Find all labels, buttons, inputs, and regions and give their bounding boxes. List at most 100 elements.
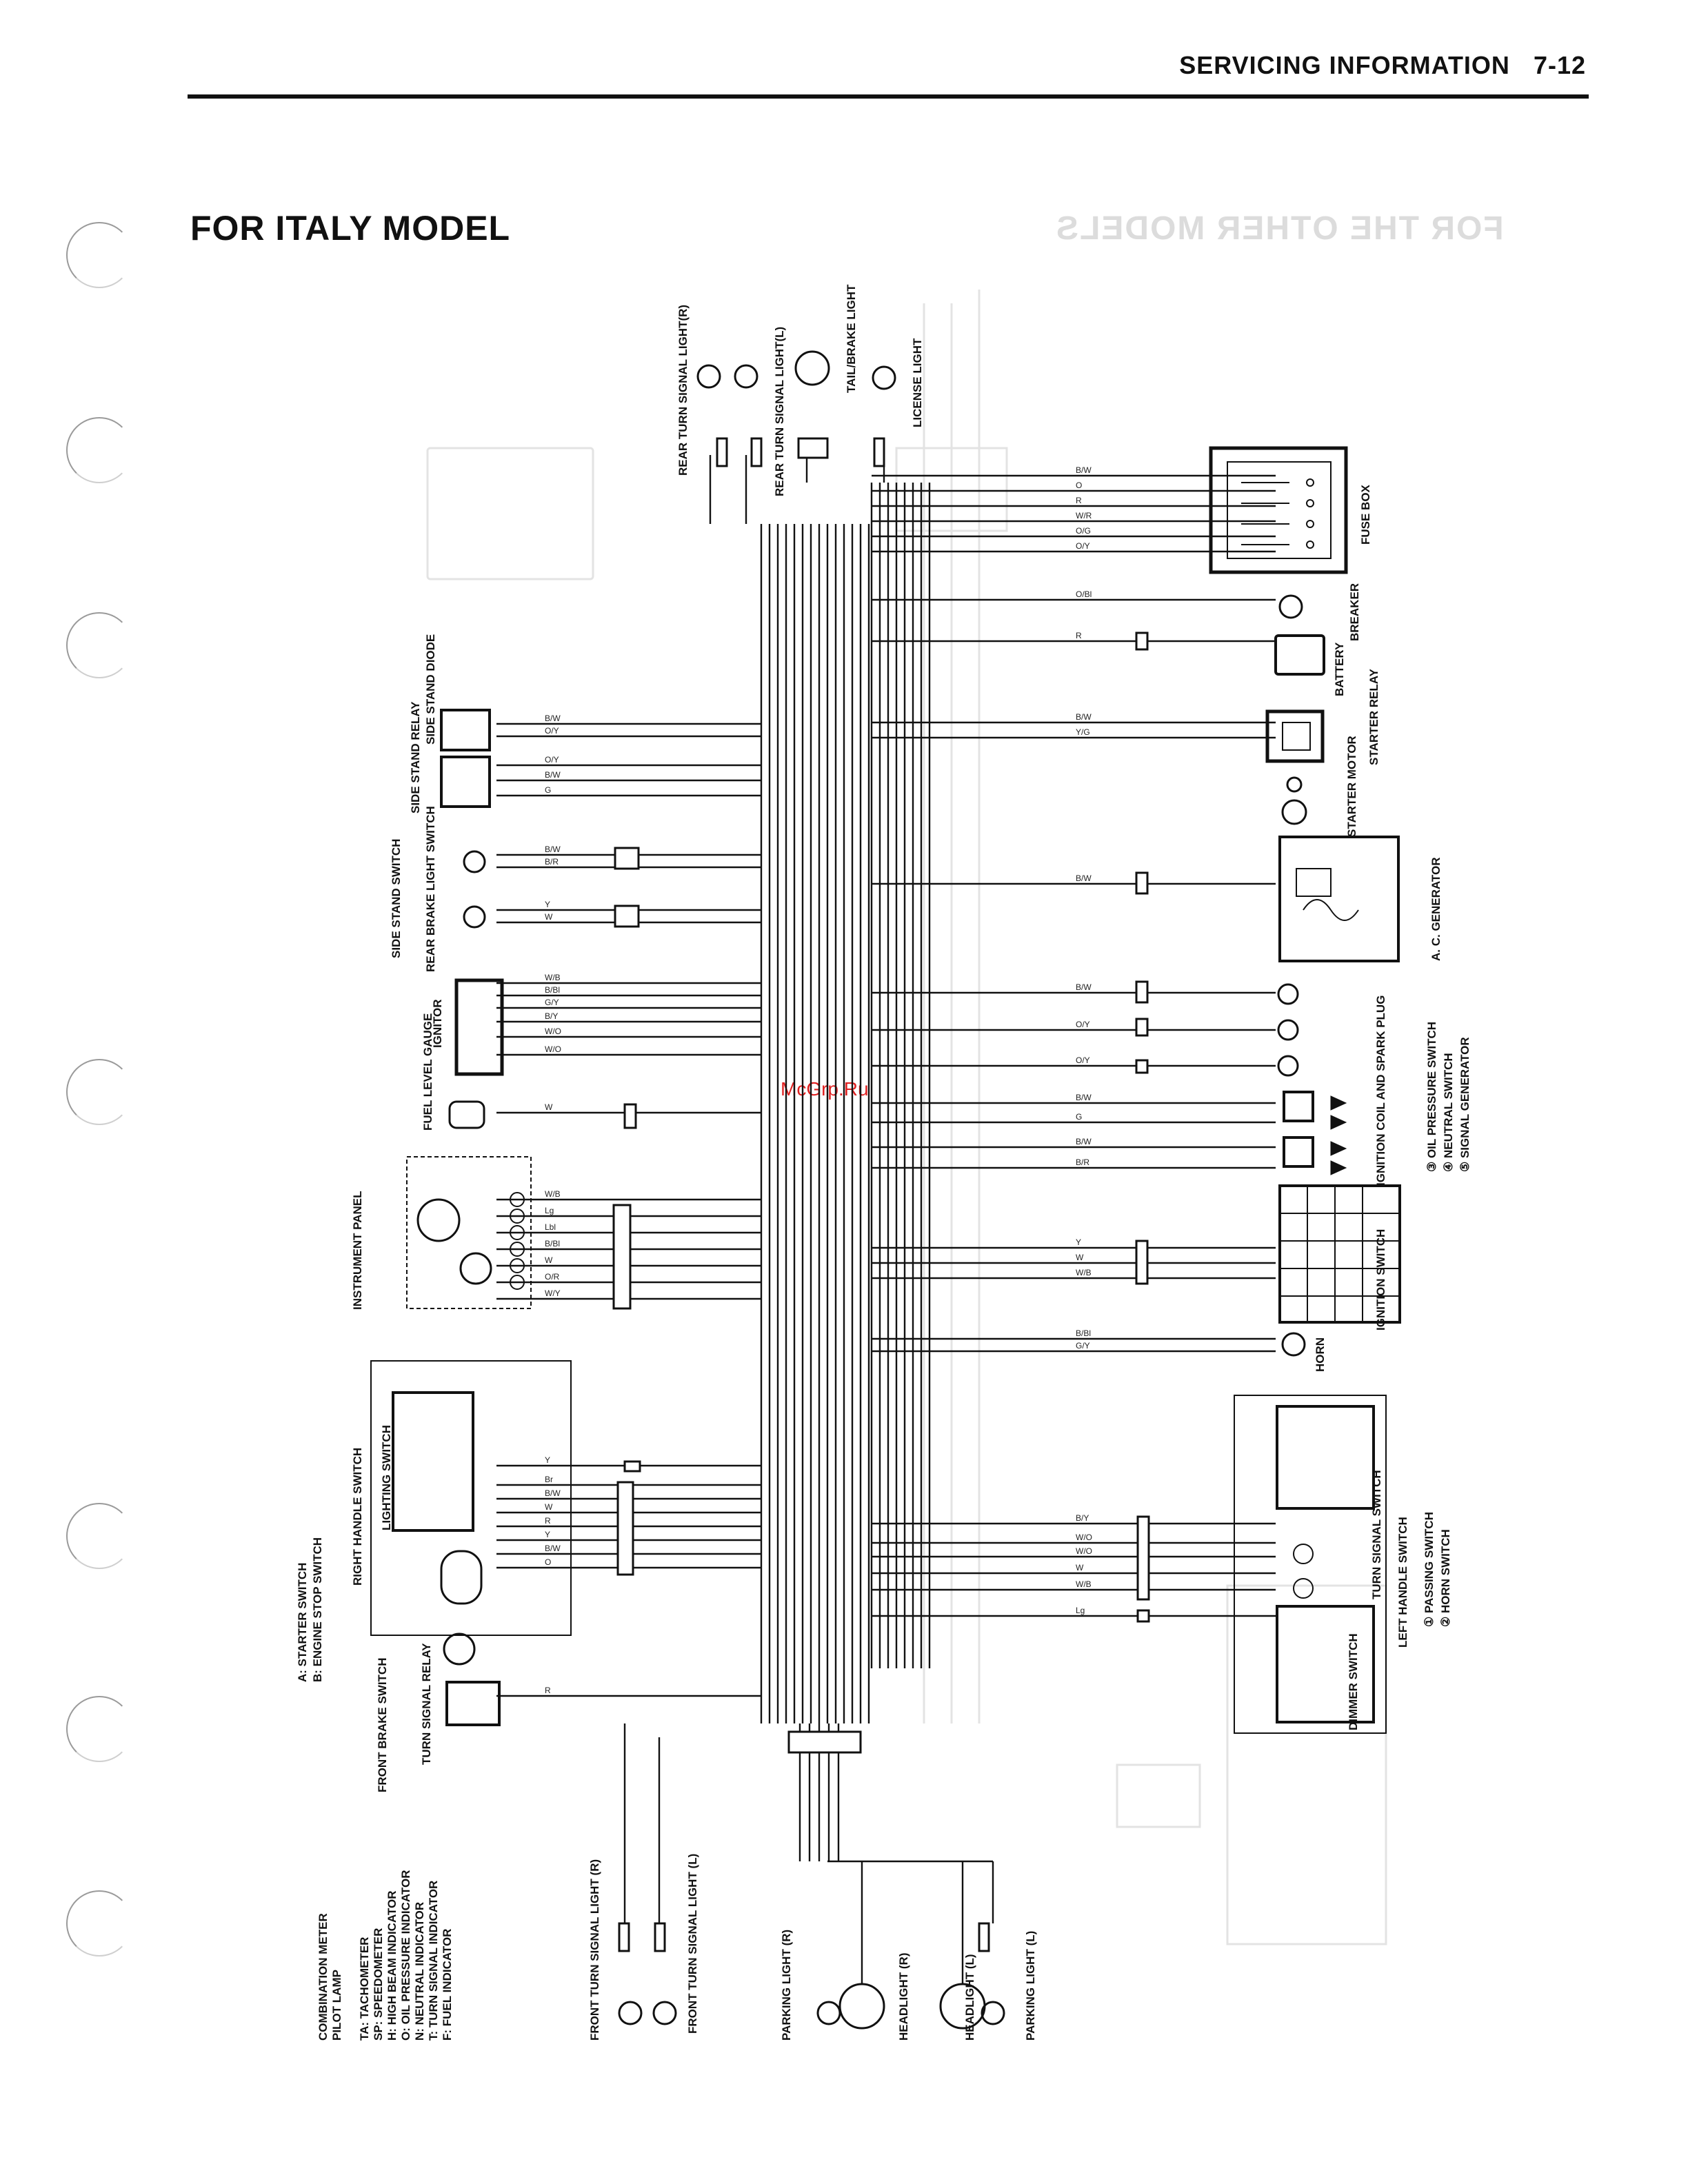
- wire-code: W: [545, 1255, 553, 1265]
- horn: [1281, 1332, 1306, 1357]
- page-title: FOR ITALY MODEL: [190, 209, 511, 247]
- fuse-box: [1209, 446, 1348, 574]
- legend-line: F: FUEL INDICATOR: [441, 1929, 454, 2041]
- wire-code: Lbl: [545, 1222, 556, 1232]
- label-side-stand-relay: SIDE STAND RELAY: [409, 701, 422, 813]
- wire-code: W/O: [1076, 1546, 1092, 1556]
- label-dimmer-switch: DIMMER SWITCH: [1347, 1633, 1360, 1730]
- component-labels: REAR TURN SIGNAL LIGHT(R) REAR TURN SIGN…: [296, 284, 1471, 2041]
- wire-code: R: [1076, 631, 1082, 640]
- wire-code: B/W: [1076, 1137, 1092, 1146]
- wire-code: Y: [545, 1530, 550, 1539]
- label-side-stand-diode: SIDE STAND DIODE: [424, 634, 437, 745]
- rhs-legend-2: B: ENGINE STOP SWITCH: [311, 1537, 324, 1682]
- wire-code: B/W: [1076, 982, 1092, 992]
- wire-code: B/Bl: [1076, 1328, 1091, 1338]
- wire-code: B/W: [1076, 1093, 1092, 1102]
- wire-code: B/R: [1076, 1157, 1089, 1167]
- starter-relay: [1265, 709, 1325, 763]
- legend-line: PILOT LAMP: [330, 1970, 343, 2041]
- legend-line: O: OIL PRESSURE INDICATOR: [399, 1870, 412, 2041]
- binder-hole: [66, 222, 132, 288]
- ignition-coils: [1283, 1091, 1347, 1175]
- label-fuse-box: FUSE BOX: [1359, 484, 1372, 545]
- wire-code: O/G: [1076, 526, 1091, 536]
- wire-code: W: [545, 1502, 553, 1512]
- starter-motor: [1281, 776, 1307, 825]
- wire-code: W/R: [1076, 511, 1092, 520]
- wire-code: W/Y: [545, 1288, 561, 1298]
- rear-brake-switch: [463, 905, 486, 929]
- label-ignition-coil: IGNITION COIL AND SPARK PLUG: [1374, 995, 1387, 1186]
- horn-legend-1: ① PASSING SWITCH: [1423, 1512, 1436, 1627]
- wire-code: O/Y: [1076, 1055, 1090, 1065]
- label-rear-brake-switch: REAR BRAKE LIGHT SWITCH: [424, 806, 437, 972]
- sensor-legend-3: ⑤ SIGNAL GENERATOR: [1458, 1037, 1471, 1172]
- side-stand-switch: [463, 850, 486, 873]
- wire-code: O: [545, 1557, 551, 1567]
- label-rear-turn-r: REAR TURN SIGNAL LIGHT(R): [676, 305, 690, 476]
- left-handle-switch-box: [1234, 1395, 1387, 1734]
- binder-hole: [66, 1059, 132, 1125]
- side-stand-relay: [440, 756, 491, 808]
- wire-code: G/Y: [545, 998, 559, 1007]
- sensor-legend-2: ④ NEUTRAL SWITCH: [1442, 1053, 1455, 1172]
- label-ignitor: IGNITOR: [431, 999, 444, 1048]
- label-turn-signal-relay: TURN SIGNAL RELAY: [420, 1643, 433, 1765]
- label-instrument-panel: INSTRUMENT PANEL: [351, 1191, 364, 1310]
- wire-code: B/Bl: [545, 985, 560, 995]
- label-tail-brake: TAIL/BRAKE LIGHT: [845, 284, 858, 393]
- main-harness-bus: [709, 455, 931, 1861]
- horn-legend-2: ② HORN SWITCH: [1439, 1529, 1452, 1627]
- wire-code: O/Y: [545, 726, 559, 736]
- wire-code: R: [545, 1516, 551, 1526]
- label-starter-motor: STARTER MOTOR: [1345, 736, 1358, 837]
- label-horn: HORN: [1314, 1337, 1327, 1372]
- binder-hole: [66, 1696, 132, 1762]
- label-battery: BATTERY: [1333, 642, 1346, 696]
- wire-code: Y/G: [1076, 727, 1090, 737]
- wire-code: B/W: [545, 770, 561, 780]
- wire-code: R: [545, 1686, 551, 1695]
- label-headlight-r: HEADLIGHT (R): [897, 1953, 910, 2041]
- ac-generator: [1278, 836, 1400, 962]
- wire-code: G: [545, 785, 551, 795]
- wire-code: B/W: [545, 845, 561, 854]
- wire-code: W: [1076, 1253, 1084, 1262]
- wire-code: B/W: [545, 714, 561, 723]
- wire-code: O/Bl: [1076, 589, 1092, 599]
- page-number: 7-12: [1533, 51, 1586, 79]
- label-ac-generator: A. C. GENERATOR: [1429, 858, 1443, 962]
- wire-code: W/B: [1076, 1579, 1092, 1589]
- legend-line: SP: SPEEDOMETER: [372, 1928, 385, 2041]
- wire-code: W: [545, 1102, 553, 1112]
- label-rear-turn-l: REAR TURN SIGNAL LIGHT(L): [773, 327, 786, 496]
- front-light-bulbs: [618, 1983, 1005, 2030]
- instrument-panel: [406, 1156, 532, 1309]
- wire-code: Br: [545, 1475, 553, 1484]
- wire-code: W/O: [545, 1044, 561, 1054]
- meter-legend: COMBINATION METER PILOT LAMP TA: TACHOME…: [316, 1870, 454, 2041]
- wire-code: Lg: [545, 1206, 554, 1215]
- wire-code: Y: [545, 1455, 550, 1465]
- label-turn-signal-switch: TURN SIGNAL SWITCH: [1370, 1470, 1383, 1599]
- label-parking-r: PARKING LIGHT (R): [780, 1930, 793, 2041]
- label-front-turn-r: FRONT TURN SIGNAL LIGHT (R): [588, 1859, 601, 2041]
- binder-hole: [66, 417, 132, 483]
- rear-light-bulbs: [696, 350, 896, 390]
- battery: [1274, 634, 1325, 676]
- wire-code: B/R: [545, 857, 559, 867]
- wire-code: W/O: [1076, 1533, 1092, 1542]
- wire-code: W: [1076, 1563, 1084, 1573]
- wire-code: G: [1076, 1112, 1082, 1122]
- label-starter-relay: STARTER RELAY: [1367, 669, 1380, 765]
- binder-hole: [66, 1503, 132, 1569]
- binder-hole: [66, 612, 132, 678]
- wire-code: B/W: [1076, 873, 1092, 883]
- breaker: [1278, 594, 1303, 619]
- legend-line: COMBINATION METER: [316, 1913, 330, 2041]
- label-left-handle-switch: LEFT HANDLE SWITCH: [1396, 1517, 1409, 1648]
- wire-code: B/W: [1076, 465, 1092, 475]
- wire-code: W/O: [545, 1027, 561, 1036]
